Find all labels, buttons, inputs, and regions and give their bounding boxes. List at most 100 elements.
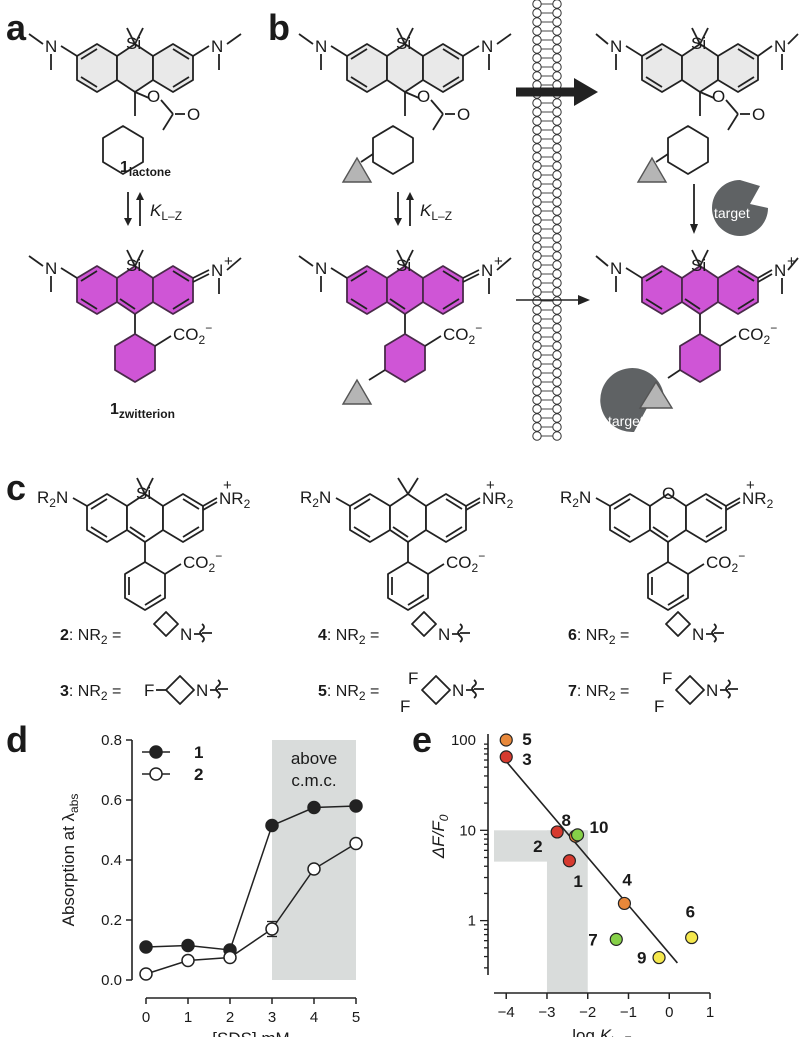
carboxylate: CO2−	[706, 549, 745, 575]
y-tick-label: 0.2	[101, 912, 122, 929]
molecule-b-lactone-inside: Si N N O O	[595, 27, 799, 183]
lipid-head	[552, 404, 562, 414]
n-atom: N	[45, 259, 57, 278]
panel-label-e: e	[412, 719, 432, 760]
x-tick-label: 4	[310, 1009, 318, 1026]
si-atom: Si	[136, 484, 151, 503]
y-axis-label: ΔF/F0	[429, 814, 451, 859]
lipid-head	[552, 143, 562, 153]
svg-text:N: N	[180, 625, 192, 644]
lipid-head	[552, 251, 562, 261]
lipid-head	[532, 242, 542, 252]
carboxylate: CO2−	[738, 321, 777, 347]
svg-text:6: NR2 =: 6: NR2 =	[568, 627, 629, 647]
shade-label: above	[291, 749, 337, 768]
lipid-head	[532, 35, 542, 45]
data-point-1	[181, 938, 195, 953]
lipid-head	[532, 8, 542, 18]
lipid-bilayer-membrane	[532, 0, 562, 441]
lipid-head	[532, 224, 542, 234]
svg-text:2: NR2 =: 2: NR2 =	[60, 627, 121, 647]
data-point-4	[617, 896, 632, 911]
svg-text:5: NR2 =: 5: NR2 =	[318, 683, 379, 703]
nr2-group: NR2	[742, 489, 774, 511]
lipid-head	[532, 359, 542, 369]
svg-text:N: N	[196, 681, 208, 700]
r2n-group: R2N	[300, 488, 331, 510]
label-1-zwitterion: 1zwitterion	[110, 401, 175, 421]
data-point-1	[349, 799, 363, 813]
plus-charge: +	[494, 253, 503, 270]
thick-transport-arrow	[516, 78, 598, 106]
shaded-region	[272, 740, 356, 980]
n-atom: N	[481, 37, 493, 56]
k-lz-label-b: KL–Z	[420, 201, 452, 223]
lipid-head	[532, 152, 542, 162]
legend-marker	[149, 745, 163, 759]
x-tick-label: 2	[226, 1009, 234, 1026]
svg-text:7: NR2 =: 7: NR2 =	[568, 683, 629, 703]
x-tick-label: −1	[620, 1004, 637, 1021]
binding-arrow	[690, 184, 698, 234]
lipid-head	[552, 44, 562, 54]
x-tick-label: −2	[579, 1004, 596, 1021]
lipid-head	[532, 269, 542, 279]
o-atom: O	[417, 87, 430, 106]
molecule-b-bound: Si N N + CO2−	[595, 249, 799, 383]
point-label-1: 1	[573, 872, 582, 891]
legend-label: 1	[194, 743, 203, 762]
carboxylate: CO2−	[173, 321, 212, 347]
lipid-head	[532, 287, 542, 297]
y-tick-label: 1	[468, 913, 476, 930]
lipid-head	[532, 62, 542, 72]
lipid-head	[532, 413, 542, 423]
o-atom: O	[147, 87, 160, 106]
o-atom: O	[712, 87, 725, 106]
lipid-head	[532, 170, 542, 180]
compound-label-7: 7: NR2 = F F N	[568, 669, 738, 716]
equilibrium-arrows-b	[394, 192, 414, 226]
molecule-b-zwitterion: Si N N + CO2−	[298, 249, 512, 405]
carboxylate: CO2−	[443, 321, 482, 347]
point-label-4: 4	[622, 870, 632, 889]
triangle-ligand-icon	[636, 156, 668, 183]
lipid-head	[552, 350, 562, 360]
plus-charge: +	[787, 253, 796, 270]
svg-text:F: F	[408, 669, 418, 688]
n-atom: N	[211, 37, 223, 56]
label-1-lactone: 1lactone	[120, 159, 171, 179]
data-point-1	[562, 854, 576, 868]
point-label-2: 2	[533, 837, 542, 856]
n-atom: N	[774, 37, 786, 56]
lipid-head	[532, 116, 542, 126]
molecule-c-si: Si R2N NR2 + CO2−	[37, 477, 251, 611]
lipid-head	[532, 143, 542, 153]
lipid-head	[552, 8, 562, 18]
lipid-head	[552, 242, 562, 252]
lipid-head	[552, 233, 562, 243]
target-protein-bottom: target	[600, 368, 674, 433]
point-label-7: 7	[588, 930, 597, 949]
lipid-head	[532, 197, 542, 207]
molecule-1-zwitterion: Si N N + CO2−	[28, 249, 242, 383]
si-atom: Si	[691, 256, 706, 275]
lipid-head	[532, 323, 542, 333]
data-point-7	[609, 932, 623, 946]
lipid-head	[552, 224, 562, 234]
data-point-1	[139, 940, 153, 954]
y-axis-label: Absorption at λabs	[59, 794, 81, 927]
lipid-head	[532, 233, 542, 243]
lipid-head	[552, 368, 562, 378]
lipid-head	[552, 296, 562, 306]
lipid-head	[532, 188, 542, 198]
shade-label: c.m.c.	[291, 771, 336, 790]
x-tick-label: −4	[498, 1004, 515, 1021]
data-point-2	[265, 922, 279, 936]
x-tick-label: 5	[352, 1009, 360, 1026]
point-label-9: 9	[637, 949, 646, 968]
lipid-head	[532, 395, 542, 405]
data-point-5	[499, 733, 513, 747]
svg-text:3: NR2 =: 3: NR2 =	[60, 683, 121, 703]
y-tick-label: 0.6	[101, 792, 122, 809]
